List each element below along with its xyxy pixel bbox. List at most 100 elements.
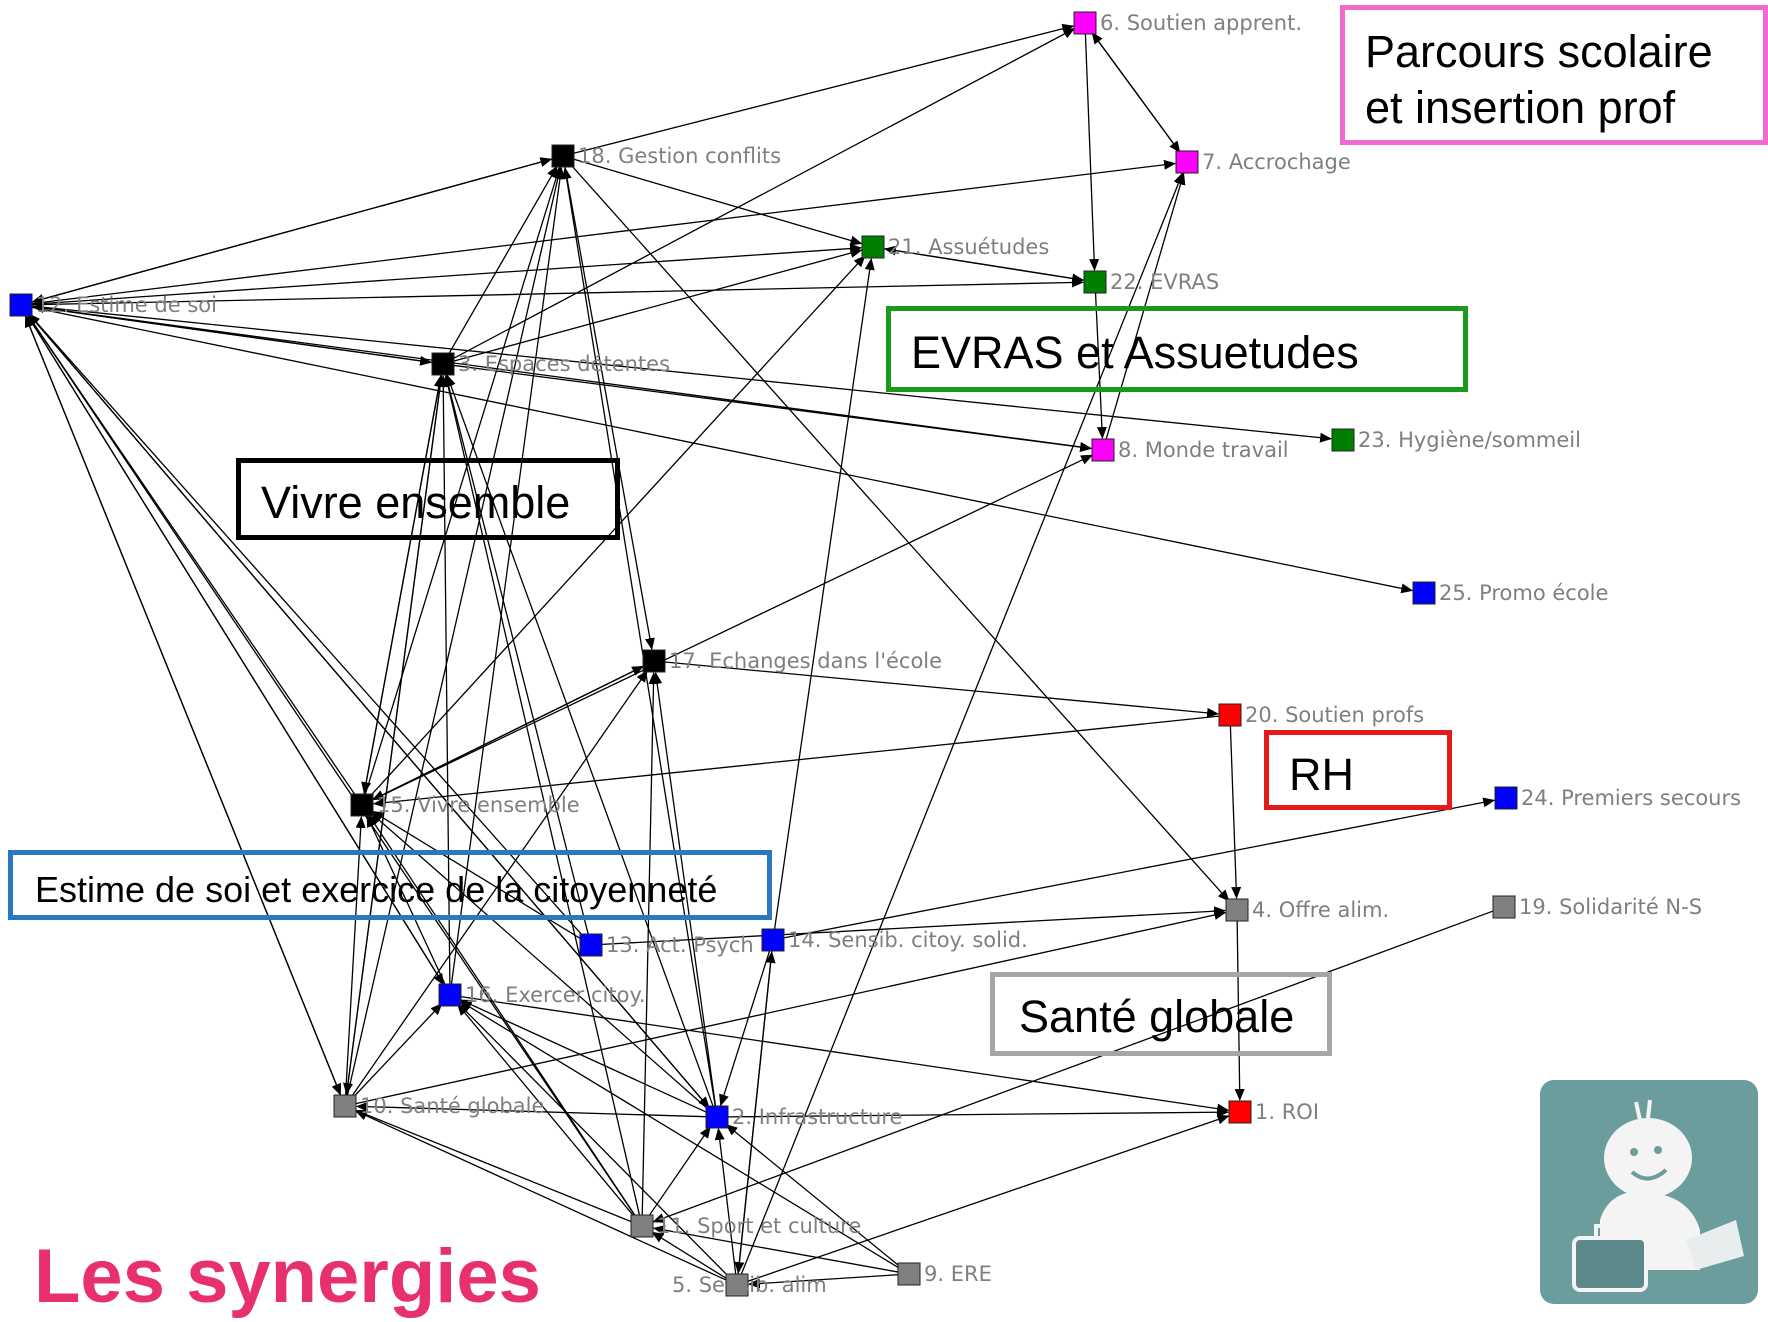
edge-10-17: [350, 670, 648, 1098]
group-label-vivre-ensemble: Vivre ensemble: [236, 458, 620, 540]
node-3[interactable]: 3. Espaces détentes: [431, 352, 670, 376]
node-label-19: 19. Solidarité N-S: [1519, 895, 1702, 919]
group-label-sante: Santé globale: [990, 972, 1332, 1056]
edge-22-8: [1094, 292, 1107, 440]
edge-14-24: [783, 797, 1496, 939]
node-marker-18[interactable]: [551, 144, 575, 168]
edge-2-15: [370, 812, 710, 1111]
node-marker-13[interactable]: [579, 933, 603, 957]
node-marker-10[interactable]: [333, 1094, 357, 1118]
group-label-sante-text: Santé globale: [1019, 991, 1295, 1042]
node-marker-5[interactable]: [725, 1273, 749, 1297]
node-marker-8[interactable]: [1091, 438, 1115, 462]
edge-12-16: [26, 313, 445, 986]
node-4[interactable]: 4. Offre alim.: [1225, 898, 1389, 922]
node-marker-21[interactable]: [861, 235, 885, 259]
node-6[interactable]: 6. Soutien apprent.: [1073, 11, 1302, 35]
node-marker-4[interactable]: [1225, 898, 1249, 922]
edge-20-4: [1229, 725, 1242, 900]
node-marker-23[interactable]: [1331, 428, 1355, 452]
node-10[interactable]: 10. Santé globale: [333, 1094, 544, 1118]
node-label-21: 21. Assuétudes: [888, 235, 1049, 259]
node-20[interactable]: 20. Soutien profs: [1218, 703, 1424, 727]
edge-2-16: [460, 999, 708, 1114]
edge-18-17: [564, 166, 655, 651]
node-15[interactable]: 15. Vivre ensemble: [350, 793, 580, 817]
node-marker-25[interactable]: [1412, 581, 1436, 605]
node-21[interactable]: 21. Assuétudes: [861, 235, 1049, 259]
node-7[interactable]: 7. Accrochage: [1175, 150, 1351, 174]
edge-2-3: [446, 374, 714, 1107]
edge-5-14: [737, 950, 776, 1275]
node-5[interactable]: 5. Sensib. alim: [672, 1273, 827, 1297]
edge-10-15: [344, 815, 366, 1096]
node-marker-24[interactable]: [1494, 786, 1518, 810]
edge-9-5: [747, 1274, 899, 1289]
node-marker-3[interactable]: [431, 352, 455, 376]
node-17[interactable]: 17. Echanges dans l'école: [642, 649, 942, 673]
node-label-10: 10. Santé globale: [360, 1094, 544, 1118]
edge-11-15: [368, 814, 637, 1218]
node-marker-16[interactable]: [438, 983, 462, 1007]
edge-18-21: [573, 158, 863, 246]
edge-11-12: [27, 314, 637, 1218]
edge-5-7: [740, 172, 1184, 1276]
node-16[interactable]: 16. Exercer citoy.: [438, 983, 646, 1007]
node-13[interactable]: 13. Act. Psych: [579, 933, 754, 957]
node-22[interactable]: 22. EVRAS: [1083, 270, 1219, 294]
node-label-13: 13. Act. Psych: [606, 933, 754, 957]
node-marker-9[interactable]: [897, 1262, 921, 1286]
edge-16-1: [460, 995, 1230, 1114]
node-9[interactable]: 9. ERE: [897, 1262, 992, 1286]
node-8[interactable]: 8. Monde travail: [1091, 438, 1289, 462]
node-marker-1[interactable]: [1228, 1100, 1252, 1124]
node-label-24: 24. Premiers secours: [1521, 786, 1741, 810]
node-marker-6[interactable]: [1073, 11, 1097, 35]
edge-12-25: [31, 306, 1414, 594]
edge-15-8: [371, 454, 1094, 801]
node-marker-22[interactable]: [1083, 270, 1107, 294]
edge-11-17: [641, 671, 659, 1216]
node-1[interactable]: 1. ROI: [1228, 1100, 1319, 1124]
node-14[interactable]: 14. Sensib. citoy. solid.: [761, 928, 1028, 952]
edge-12-23: [31, 305, 1333, 443]
node-marker-17[interactable]: [642, 649, 666, 673]
edge-2-17: [652, 671, 717, 1107]
node-marker-15[interactable]: [350, 793, 374, 817]
node-marker-14[interactable]: [761, 928, 785, 952]
node-25[interactable]: 25. Promo école: [1412, 581, 1608, 605]
edge-9-16: [459, 1000, 900, 1269]
edge-18-6: [573, 23, 1075, 154]
edge-20-15: [372, 715, 1220, 808]
edge-5-1: [747, 1114, 1230, 1283]
nodes-layer: 1. ROI 2. Infrastructure 3. Espaces détent…: [9, 11, 1741, 1297]
group-label-evras-text: EVRAS et Assuetudes: [911, 327, 1359, 378]
edge-18-4: [569, 163, 1230, 902]
edge-12-21: [31, 243, 863, 305]
node-18[interactable]: 18. Gestion conflits: [551, 144, 781, 168]
node-2[interactable]: 2. Infrastructure: [705, 1105, 902, 1129]
group-label-estime-text: Estime de soi et exercice de la citoyenn…: [35, 869, 718, 910]
node-marker-11[interactable]: [630, 1214, 654, 1238]
node-marker-7[interactable]: [1175, 150, 1199, 174]
node-marker-20[interactable]: [1218, 703, 1242, 727]
node-12[interactable]: 12. Estime de soi: [9, 293, 217, 317]
group-label-vivre-ensemble-text: Vivre ensemble: [261, 477, 571, 528]
edge-10-16: [352, 1002, 443, 1099]
edge-12-7: [31, 159, 1177, 305]
node-19[interactable]: 19. Solidarité N-S: [1492, 895, 1702, 919]
edge-5-11: [651, 1231, 728, 1280]
node-label-9: 9. ERE: [924, 1262, 992, 1286]
edge-10-3: [345, 374, 445, 1096]
edge-10-18: [346, 166, 563, 1096]
node-24[interactable]: 24. Premiers secours: [1494, 786, 1741, 810]
node-marker-12[interactable]: [9, 293, 33, 317]
node-marker-2[interactable]: [705, 1105, 729, 1129]
node-11[interactable]: 11. Sport et culture: [630, 1214, 861, 1238]
edge-13-12: [28, 313, 585, 938]
node-23[interactable]: 23. Hygiène/sommeil: [1331, 428, 1581, 452]
node-marker-19[interactable]: [1492, 895, 1516, 919]
node-label-5: 5. Sensib. alim: [672, 1273, 827, 1297]
edges-layer: [24, 23, 1496, 1289]
